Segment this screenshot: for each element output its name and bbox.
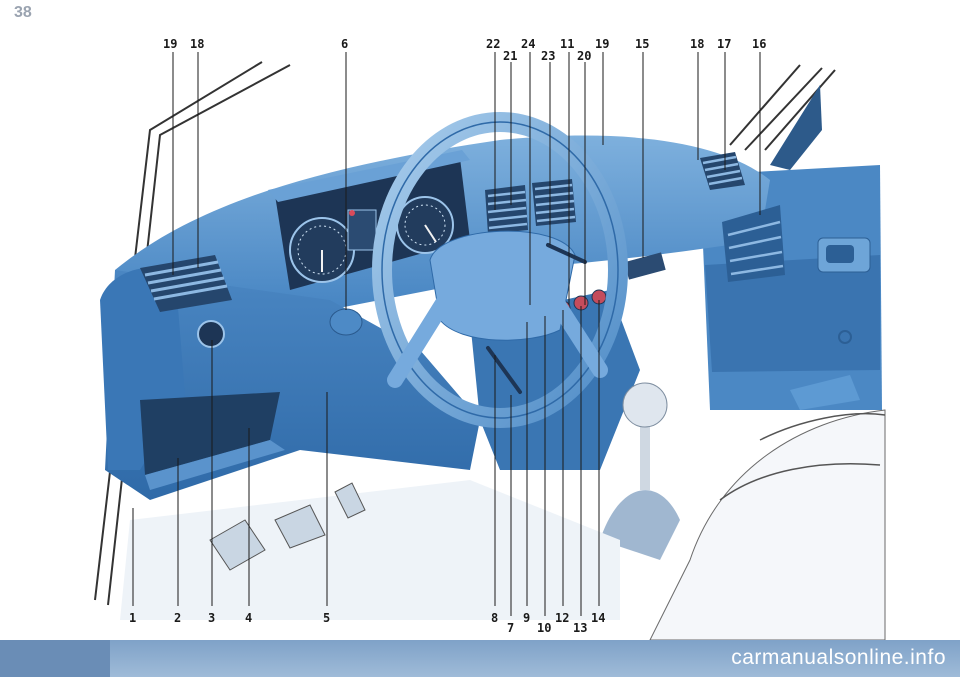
- callouts-top: 19 18 6 22 21 24 23 11 20 19 15 18 17 16: [163, 37, 766, 63]
- seat: [649, 409, 886, 641]
- callout-18-left: 18: [190, 37, 204, 51]
- callout-23: 23: [541, 49, 555, 63]
- callout-2: 2: [174, 611, 181, 625]
- door-vent: [722, 205, 785, 282]
- callout-8: 8: [491, 611, 498, 625]
- callout-5: 5: [323, 611, 330, 625]
- page-number: 38: [14, 4, 32, 21]
- callout-1: 1: [129, 611, 136, 625]
- callout-22: 22: [486, 37, 500, 51]
- steering-wheel: [372, 112, 628, 428]
- instrument-cluster: [268, 150, 470, 290]
- leader-lines-top: [172, 52, 761, 310]
- callout-18-right: 18: [690, 37, 704, 51]
- light-switch-knob: [197, 320, 225, 348]
- footer-band-left: [0, 640, 110, 677]
- callout-4: 4: [245, 611, 252, 625]
- callout-9: 9: [523, 611, 530, 625]
- callout-24: 24: [521, 37, 535, 51]
- hazard-switch: [624, 252, 666, 280]
- callout-16: 16: [752, 37, 766, 51]
- callout-3: 3: [208, 611, 215, 625]
- callout-12: 12: [555, 611, 569, 625]
- leader-lines-bottom: [132, 300, 600, 616]
- callout-14: 14: [591, 611, 605, 625]
- callout-11: 11: [560, 37, 574, 51]
- callout-19-right: 19: [595, 37, 609, 51]
- callout-20: 20: [577, 49, 591, 63]
- callout-10: 10: [537, 621, 551, 635]
- door-panel: [700, 165, 882, 410]
- vent-centre-right: [532, 179, 576, 226]
- vent-left: [140, 255, 232, 312]
- callout-6: 6: [341, 37, 348, 51]
- callout-17: 17: [717, 37, 731, 51]
- parcel-shelf: [140, 392, 280, 475]
- footer-band: [0, 640, 960, 677]
- heater-control: [329, 308, 363, 336]
- pedals: [209, 482, 366, 571]
- vent-centre-left: [485, 185, 528, 234]
- callout-13: 13: [573, 621, 587, 635]
- callout-21: 21: [503, 49, 517, 63]
- callout-19-left: 19: [163, 37, 177, 51]
- watermark: carmanualsonline.info: [731, 646, 946, 669]
- callout-7: 7: [507, 621, 514, 635]
- vent-right: [700, 152, 745, 190]
- callouts-bottom: 1 2 3 4 5 8 7 9 10 12 13 14: [129, 611, 605, 635]
- callout-15: 15: [635, 37, 649, 51]
